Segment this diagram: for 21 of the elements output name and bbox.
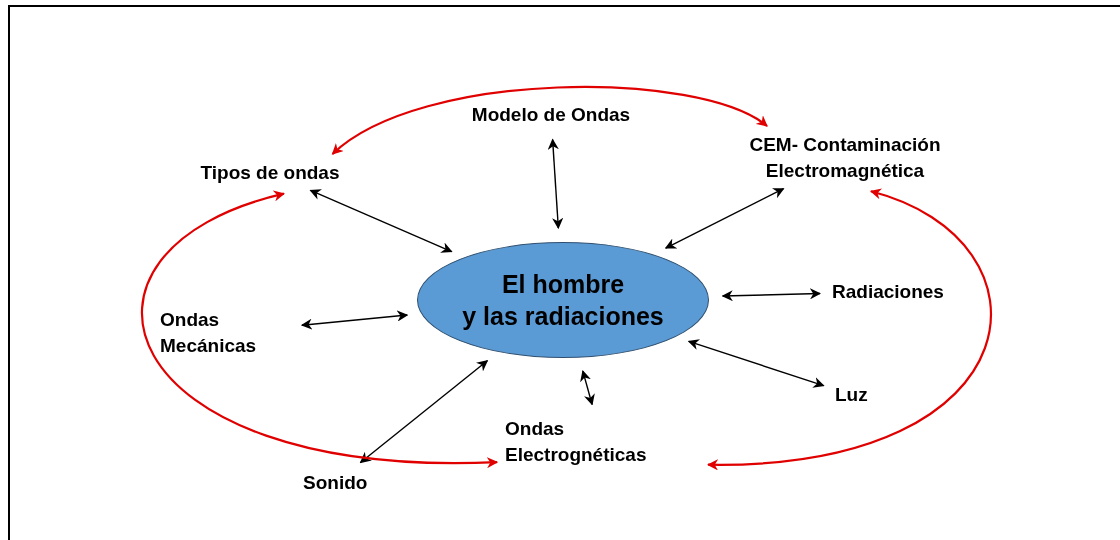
double-arrow <box>664 188 785 249</box>
curved-arrow <box>706 189 992 470</box>
double-arrow <box>687 339 825 388</box>
node-label: Sonido <box>303 471 368 495</box>
node-label: Modelo de Ondas <box>471 103 631 127</box>
double-arrow <box>359 360 489 464</box>
double-arrow <box>547 138 564 230</box>
node-label: Radiaciones <box>832 280 944 304</box>
double-arrow <box>580 370 595 406</box>
node-label: CEM- Contaminación Electromagnética <box>748 133 942 183</box>
curved-arrow <box>141 191 499 468</box>
node-label: y las radiaciones <box>462 301 664 332</box>
node-label: Tipos de ondas <box>200 161 340 185</box>
double-arrow <box>309 189 453 253</box>
node-label: Ondas Electrognéticas <box>505 417 648 467</box>
node-label: Luz <box>835 383 868 407</box>
node-label: El hombre <box>501 268 625 300</box>
node-label: Ondas Mecánicas <box>160 308 258 358</box>
double-arrow <box>721 288 822 302</box>
double-arrow <box>300 310 409 330</box>
curved-arrow <box>331 86 768 155</box>
